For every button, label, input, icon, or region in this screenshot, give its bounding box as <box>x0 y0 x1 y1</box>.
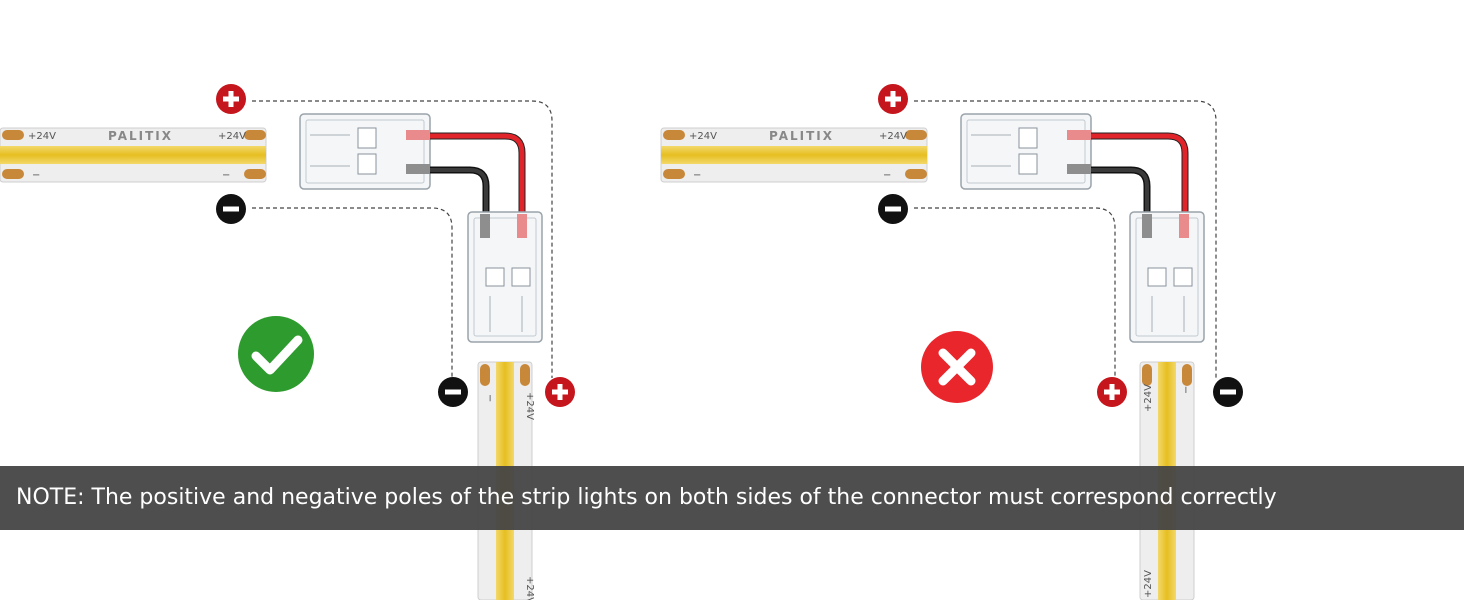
brand-label: PALITIX <box>108 129 173 143</box>
black-wire-outline <box>430 166 490 214</box>
positive-label: +24V <box>1143 570 1154 598</box>
copper-pad <box>244 169 266 179</box>
copper-pad <box>663 130 685 140</box>
plus-icon <box>1097 377 1127 407</box>
negative-label: − <box>222 170 230 181</box>
copper-pad <box>480 364 490 386</box>
negative-label: − <box>32 170 40 181</box>
negative-guide-line <box>252 207 453 378</box>
positive-label: +24V <box>689 131 717 142</box>
minus-icon <box>438 377 468 407</box>
positive-guide-line <box>914 100 1217 378</box>
positive-label: +24V <box>879 131 907 142</box>
plus-icon <box>216 84 246 114</box>
copper-pad <box>905 169 927 179</box>
red-wire-outline <box>430 132 526 214</box>
positive-label: +24V <box>218 131 246 142</box>
cross-icon <box>921 331 993 403</box>
positive-guide-line <box>252 100 553 378</box>
copper-pad <box>905 130 927 140</box>
black-wire <box>1091 168 1149 214</box>
connector-vertical <box>467 211 543 343</box>
connector-horizontal <box>299 113 431 190</box>
copper-pad <box>2 169 24 179</box>
red-wire <box>430 133 525 214</box>
note-text: NOTE: The positive and negative poles of… <box>16 485 1277 510</box>
copper-pad <box>663 169 685 179</box>
minus-icon <box>1213 377 1243 407</box>
check-icon <box>238 316 314 392</box>
plus-icon <box>878 84 908 114</box>
black-wire <box>430 168 488 214</box>
note-banner: NOTE: The positive and negative poles of… <box>0 466 1464 530</box>
positive-label: +24V <box>1143 384 1154 412</box>
minus-icon <box>216 194 246 224</box>
negative-label: − <box>693 170 701 181</box>
horizontal-strip: +24V +24V − − PALITIX <box>660 127 928 183</box>
black-wire-outline <box>1091 166 1151 214</box>
negative-label: − <box>484 394 495 402</box>
minus-icon <box>878 194 908 224</box>
copper-pad <box>244 130 266 140</box>
negative-label: − <box>1181 386 1192 394</box>
positive-label: +24V <box>28 131 56 142</box>
connector-vertical <box>1129 211 1205 343</box>
plus-icon <box>545 377 575 407</box>
connector-horizontal <box>960 113 1092 190</box>
negative-label: − <box>883 170 891 181</box>
positive-label: +24V <box>524 576 535 600</box>
red-wire <box>1091 133 1188 214</box>
copper-pad <box>520 364 530 386</box>
red-wire-outline <box>1091 132 1189 214</box>
negative-guide-line <box>914 207 1116 378</box>
wrong-scene: +24V +24V − − PALITIX <box>660 84 1243 600</box>
copper-pad <box>2 130 24 140</box>
brand-label: PALITIX <box>769 129 834 143</box>
copper-pad <box>1182 364 1192 386</box>
copper-pad <box>1142 364 1152 386</box>
horizontal-strip: +24V +24V − − PALITIX <box>0 127 267 183</box>
positive-label: +24V <box>524 392 535 420</box>
